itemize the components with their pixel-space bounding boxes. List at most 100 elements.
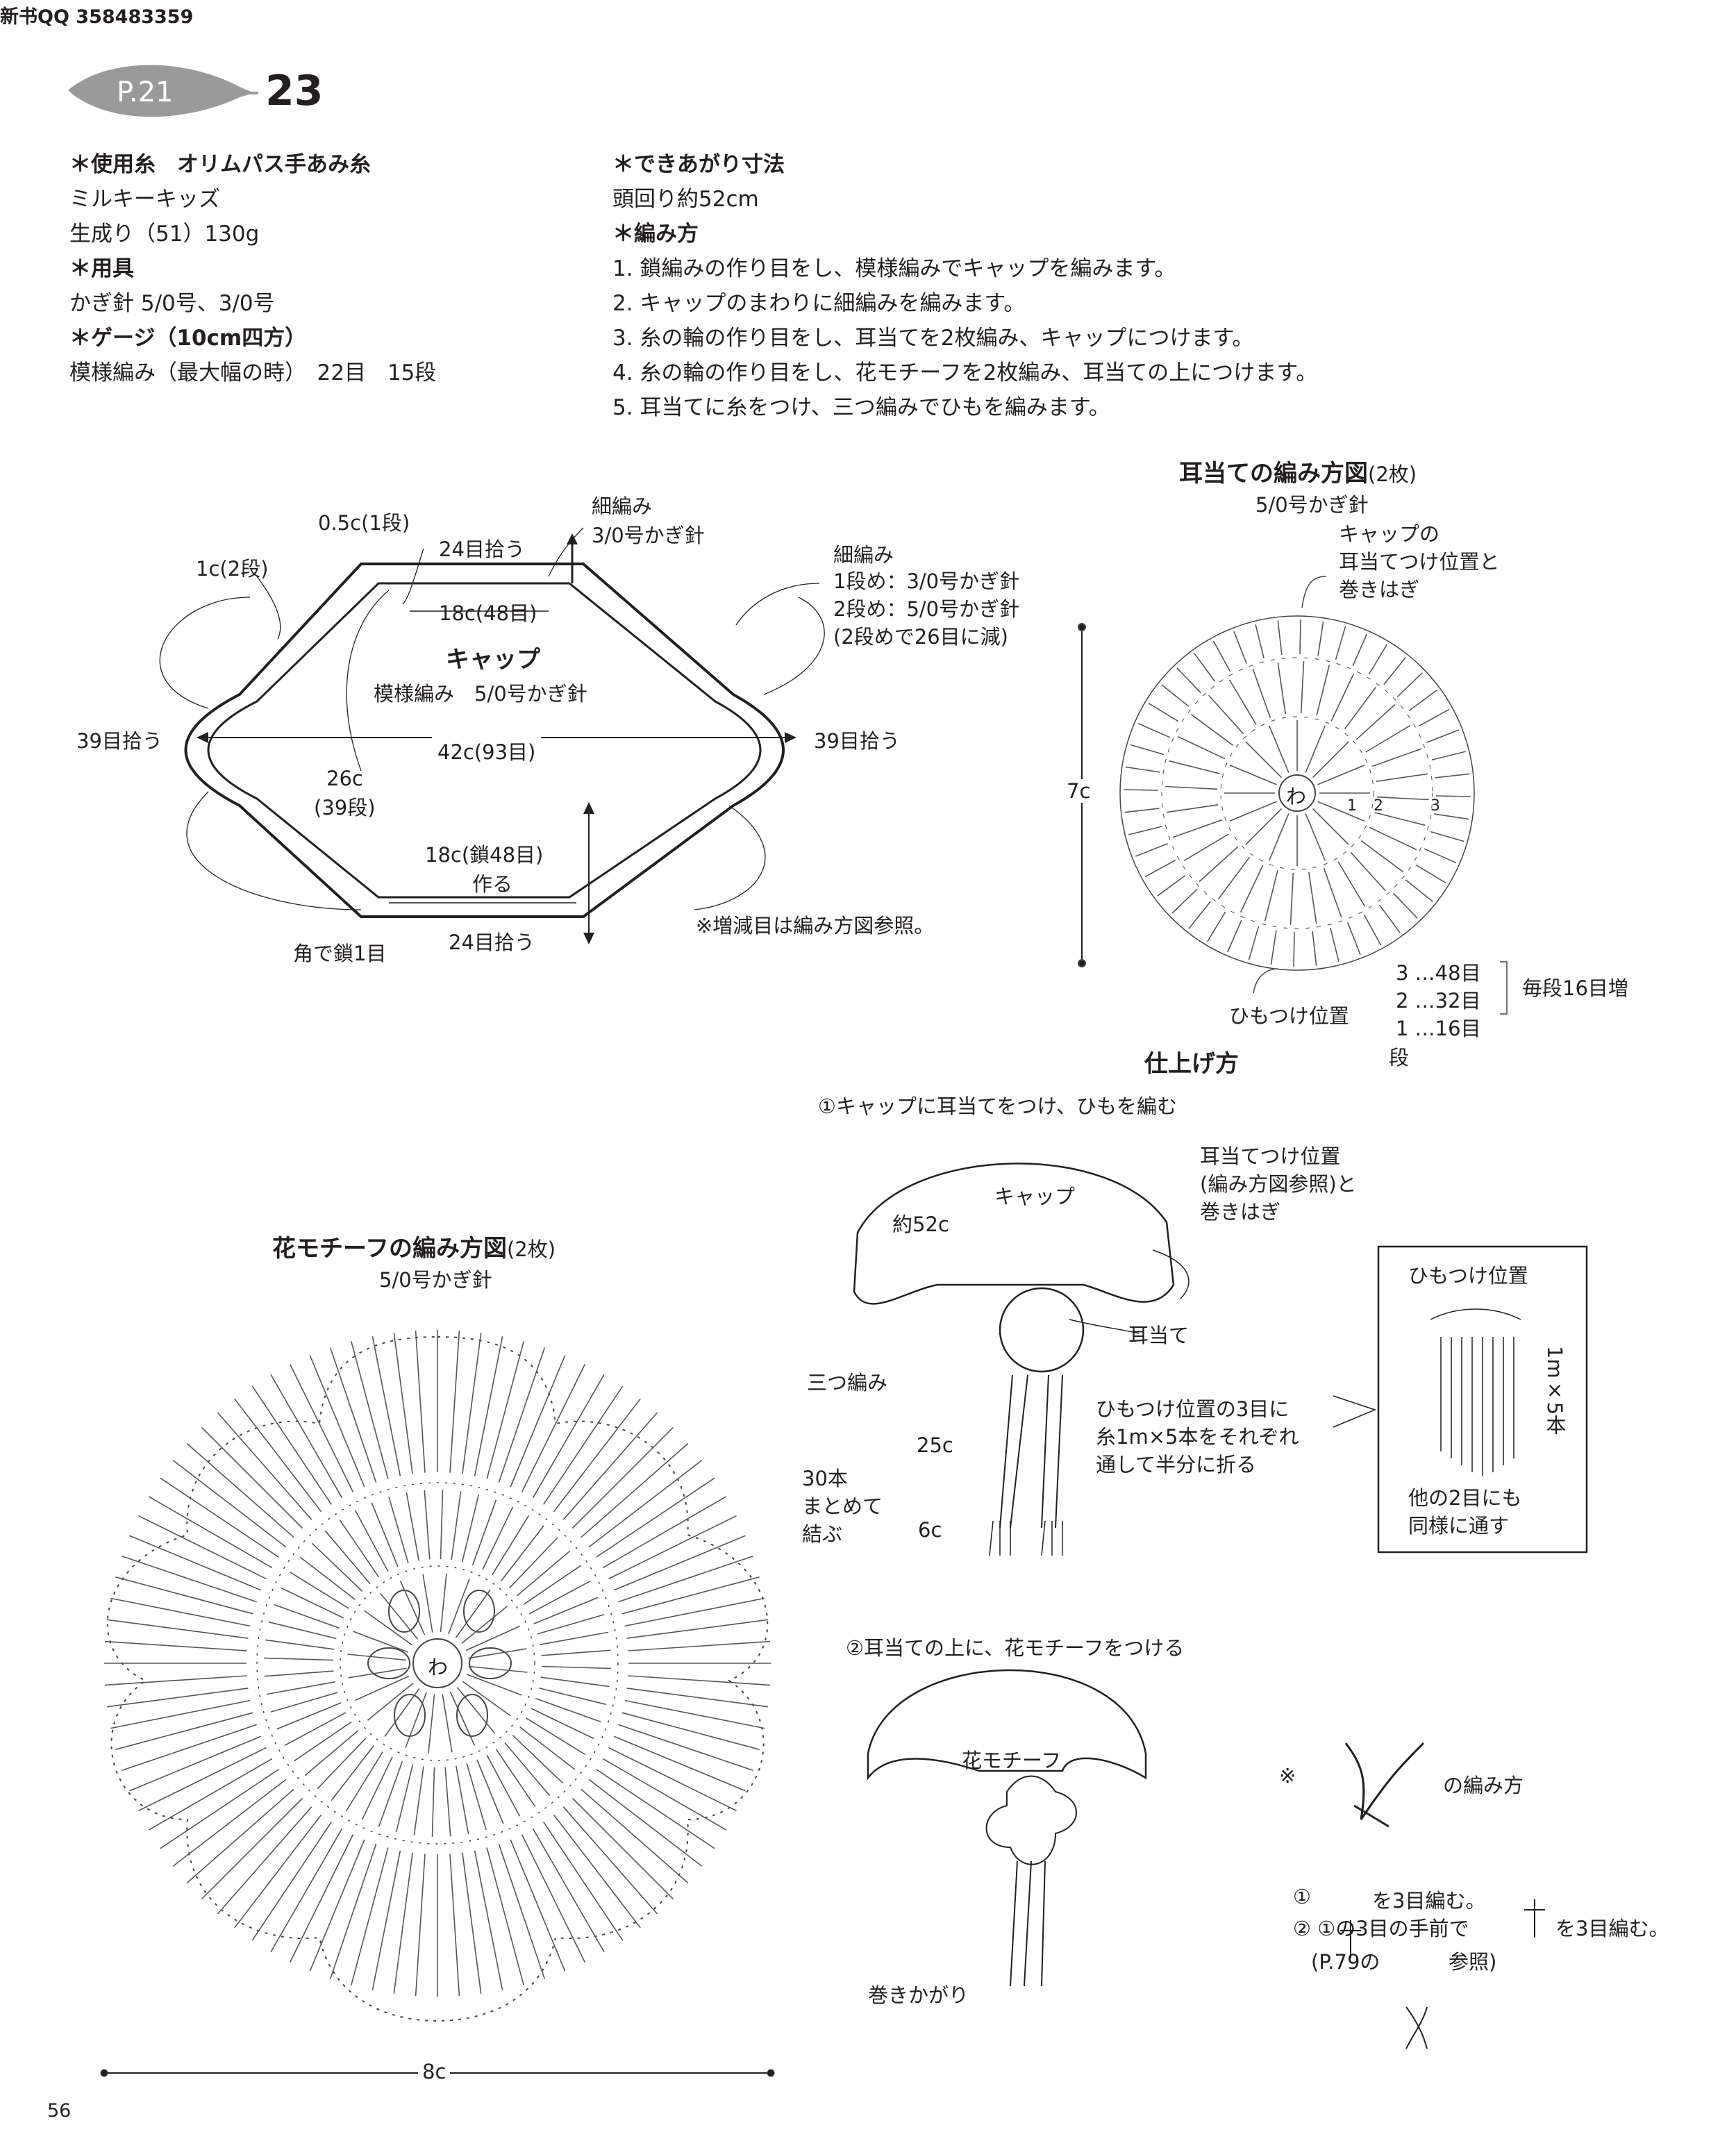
cap-label-hosoami-right: 細編み [833,543,894,567]
box-other-1: 他の2目にも [1408,1486,1522,1510]
note-step2-text: ② ①の3目の手前で [1293,1917,1469,1940]
info-line: ＊編み方 [612,222,699,247]
cap-label-42c: 42c(93目) [432,736,542,765]
cap-label-24-bottom: 24目拾う [449,931,535,954]
info-line: ＊使用糸 オリムパス手あみ糸 [69,152,371,177]
cap-label-24-top: 24目拾う [439,538,525,561]
info-left: ＊使用糸 オリムパス手あみ糸 ミルキーキッズ 生成り（51）130g ＊用具 か… [69,147,436,390]
flower-title: 花モチーフの編み方図(2枚) [272,1229,556,1263]
cap-label-18c-chain: 18c(鎖48目) [425,843,544,867]
earflap-attach-2: 耳当てつけ位置と [1339,550,1500,574]
earflap-increase: 毎段16目増 [1522,976,1628,1000]
finishing-step2: ②耳当ての上に、花モチーフをつける [846,1636,1185,1660]
earflap-row3: 3 …48目 [1396,961,1481,985]
page-ref-label: P.21 [117,76,174,108]
finishing-himo-1: ひもつけ位置の3目に [1096,1397,1290,1421]
cap-label-row3: (2段めで26目に減) [833,625,1008,649]
info-line: 2. キャップのまわりに細編みを編みます。 [612,291,1026,316]
cap-label-row1: 1段め：3/0号かぎ針 [833,569,1020,593]
earflap-title-count: (2枚) [1368,463,1417,486]
cap-diagram [159,527,825,944]
earflap-attach-1: キャップの [1339,522,1440,546]
flower-title-text: 花モチーフの編み方図 [272,1235,507,1263]
cap-label-hook3: 3/0号かぎ針 [592,524,705,547]
watermark-text: 新书QQ 358483359 [0,6,194,28]
cap-label-39-right: 39目拾う [814,729,900,753]
earflap-round-1: 1 [1347,797,1357,815]
finishing-cap: キャップ [994,1185,1076,1208]
item-number: 23 [265,67,324,115]
earflap-row1: 1 …16目 [1396,1017,1481,1040]
earflap-row2: 2 …32目 [1396,989,1481,1013]
flower-hook: 5/0号かぎ針 [379,1268,492,1292]
earflap-round-3: 3 [1430,797,1440,815]
cap-label-1c: 1c(2段) [196,557,269,581]
finishing-tie-2: まとめて [802,1495,883,1518]
cap-label-hosoami-top: 細編み [592,494,653,518]
info-line: 模様編み（最大幅の時） 22目 15段 [69,360,437,385]
box-title: ひもつけ位置 [1408,1264,1528,1288]
flower-ring: わ [428,1656,449,1679]
finishing-step1: ①キャップに耳当てをつけ、ひもを編む [818,1094,1177,1118]
finishing-mitsu: 三つ編み [807,1371,888,1394]
info-line: 3. 糸の輪の作り目をし、耳当てを2枚編み、キャップにつけます。 [612,326,1254,351]
finishing-mimi: 耳当て [1128,1324,1190,1347]
box-other-2: 同様に通す [1408,1514,1510,1538]
cap-title: キャップ [446,646,540,674]
cap-label-note: ※増減目は編み方図参照。 [696,914,935,938]
note-step1-text: を3目編む。 [1372,1889,1486,1913]
info-line: 5. 耳当てに糸をつけ、三つ編みでひもを編みます。 [612,395,1110,420]
finishing-25c: 25c [917,1433,953,1457]
info-line: 頭回り約52cm [612,187,759,212]
finishing-himo-3: 通して半分に折る [1096,1453,1257,1476]
note-title: の編み方 [1443,1774,1524,1797]
earflap-title: 耳当ての編み方図(2枚) [1179,454,1417,488]
earflap-dan: 段 [1389,1046,1410,1069]
info-line: 生成り（51）130g [69,222,260,247]
flower-diagram [100,1335,775,2077]
note-ref-2: 参照) [1449,1950,1497,1974]
finishing-tie-3: 結ぶ [802,1522,843,1546]
earflap-attach-3: 巻きはぎ [1339,578,1420,601]
note-step1-num: ① [1293,1885,1311,1908]
cap-label-05c: 0.5c(1段) [318,511,410,535]
box-length: 1m×5本 [1543,1346,1567,1435]
finishing-pos-1: 耳当てつけ位置 [1200,1144,1341,1168]
info-right: ＊できあがり寸法 頭回り約52cm ＊編み方 1. 鎖編みの作り目をし、模様編み… [612,147,1317,425]
finishing-himo-2: 糸1m×5本をそれぞれ [1096,1425,1299,1449]
cap-label-kado: 角で鎖1目 [293,942,387,965]
earflap-round-2: 2 [1374,797,1383,815]
finishing-flower: 花モチーフ [962,1749,1062,1772]
info-line: 1. 鎖編みの作り目をし、模様編みでキャップを編みます。 [612,256,1176,281]
stitch-marks [104,619,1471,1997]
finishing-title: 仕上げ方 [1144,1050,1239,1078]
flower-size: 8c [418,2060,451,2083]
info-line: 4. 糸の輪の作り目をし、花モチーフを2枚編み、耳当ての上につけます。 [612,360,1318,385]
flower-title-count: (2枚) [506,1238,556,1261]
earflap-ring: わ [1286,785,1307,808]
earflap-title-text: 耳当ての編み方図 [1179,460,1368,488]
earflap-hook: 5/0号かぎ針 [1255,493,1369,517]
info-line: ＊できあがり寸法 [612,152,785,177]
finishing-pos-2: (編み方図参照)と [1200,1172,1357,1196]
cap-label-tsukuru: 作る [472,872,513,896]
finishing-step2-diagram [867,1669,1545,2049]
info-line: ＊ゲージ（10cm四方） [69,326,307,351]
info-line: ＊用具 [69,256,134,281]
finishing-6c: 6c [918,1518,942,1542]
cap-label-26c: 26c [326,767,363,790]
finishing-circ: 約52c [892,1213,949,1236]
info-line: ミルキーキッズ [69,187,220,212]
note-ref-1: (P.79の [1311,1950,1380,1974]
page-number: 56 [47,2100,72,2122]
info-line: かぎ針 5/0号、3/0号 [69,291,275,316]
cap-label-39-left: 39目拾う [76,729,162,753]
cap-label-pattern: 模様編み 5/0号かぎ針 [374,682,587,706]
finishing-step1-diagram [853,1163,1588,1556]
earflap-himo: ひもつけ位置 [1229,1004,1349,1028]
leaf-icon [68,65,258,117]
finishing-maki: 巻きかがり [868,1983,969,2007]
cap-label-39dan: (39段) [314,796,376,819]
note-step2-end: を3目編む。 [1555,1917,1669,1940]
